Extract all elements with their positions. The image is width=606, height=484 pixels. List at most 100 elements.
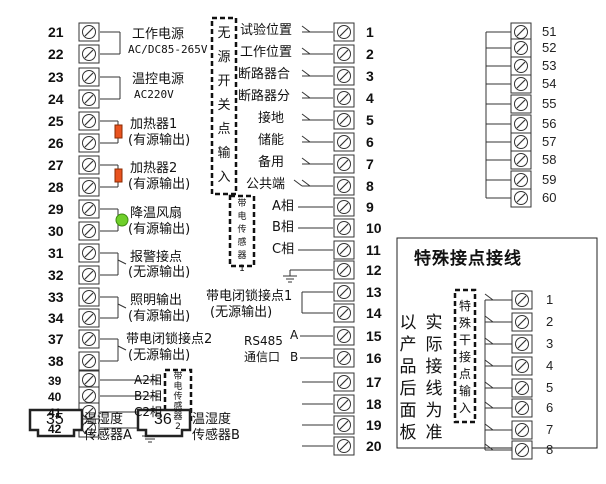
wire (301, 113, 311, 121)
middle-terminal-11-slot (339, 245, 349, 255)
middle-terminal-1-slot (339, 27, 349, 37)
special-terminal-number: 3 (546, 336, 554, 351)
left-terminal-29-slot (84, 204, 94, 214)
fan-label: 降温风扇 (130, 206, 183, 221)
aux-terminal-number: 54 (542, 76, 557, 91)
left-terminal-number: 41 (48, 406, 62, 420)
special-note-col1: 以产品后面板 (399, 313, 417, 443)
fan-indicator-icon (115, 213, 129, 227)
left-terminal-number: 28 (48, 179, 64, 195)
middle-terminal-number: 9 (366, 199, 374, 215)
middle-terminal-label: 接地 (258, 111, 285, 126)
alarm-label: 报警接点 (130, 250, 183, 265)
middle-terminal-number: 3 (366, 68, 374, 84)
left-terminal-34-slot (84, 313, 94, 323)
left-terminal-number: 38 (48, 353, 64, 369)
middle-terminal-8-slot (339, 181, 349, 191)
aux-terminal-52-slot (516, 43, 526, 53)
left-terminal-41-slot (84, 407, 94, 417)
sensor-b-label1: 温湿度 (192, 412, 232, 427)
left-terminal-37-slot (84, 334, 94, 344)
middle-terminal-number: 8 (366, 178, 374, 194)
aux-terminal-53-slot (516, 61, 526, 71)
wire (301, 157, 311, 165)
middle-terminal-number: 11 (366, 242, 381, 258)
middle-terminal-20-slot (339, 441, 349, 451)
aux-terminal-54-slot (516, 79, 526, 89)
wire (484, 359, 494, 367)
middle-terminal-5-slot (339, 115, 349, 125)
dry-contact-input-label: 无源开关点输入 (217, 26, 231, 185)
left-terminal-number: 21 (48, 24, 64, 40)
special-terminal-number: 6 (546, 400, 554, 415)
aux-terminal-56-slot (516, 119, 526, 129)
aux-terminal-number: 56 (542, 116, 557, 131)
phase-c1-label: C相 (272, 242, 295, 257)
live-sensor1-label: 带电传感器1 (237, 199, 247, 274)
interlock1-label: 带电闭锁接点1 (206, 289, 293, 304)
middle-terminal-label: 断路器分 (238, 89, 291, 104)
wire (117, 303, 127, 309)
power-spec: AC/DC85-265V (128, 43, 208, 56)
special-terminal-number: 7 (546, 422, 554, 437)
middle-terminal-number: 16 (366, 350, 382, 366)
left-terminal-28-slot (84, 182, 94, 192)
middle-terminal-4-slot (339, 93, 349, 103)
sensor-a-label2: 传感器A (84, 428, 132, 443)
middle-terminal-14-slot (339, 308, 349, 318)
heater1-resistor-icon (114, 124, 123, 139)
middle-terminal-number: 12 (366, 262, 382, 278)
wire (484, 315, 494, 323)
wire (301, 179, 311, 187)
middle-terminal-16-slot (339, 353, 349, 363)
special-terminal-number: 1 (546, 292, 554, 307)
middle-terminal-number: 4 (366, 90, 374, 106)
light-label: 照明输出 (130, 293, 183, 308)
left-terminal-number: 37 (48, 331, 64, 347)
middle-terminal-12-slot (339, 265, 349, 275)
live-sensor1-box (228, 194, 256, 268)
wire (301, 25, 311, 33)
middle-terminal-6-slot (339, 137, 349, 147)
wire (484, 443, 494, 451)
special-terminal-4-slot (517, 361, 527, 371)
middle-terminal-number: 5 (366, 112, 374, 128)
left-terminal-number: 25 (48, 113, 64, 129)
wire (301, 47, 311, 55)
left-terminal-39-slot (84, 375, 94, 385)
heater2-resistor-icon (114, 168, 123, 183)
special-terminal-number: 5 (546, 380, 554, 395)
left-terminal-number: 31 (48, 245, 64, 261)
aux-terminal-number: 55 (542, 96, 557, 111)
sensor-a-connector-icon (28, 408, 84, 438)
middle-terminal-15-slot (339, 331, 349, 341)
aux-terminal-number: 52 (542, 40, 557, 55)
left-terminal-23-slot (84, 72, 94, 82)
middle-terminal-number: 13 (366, 284, 382, 300)
light-sub: (有源输出) (128, 309, 191, 324)
middle-terminal-number: 18 (366, 396, 382, 412)
left-terminal-40-slot (84, 391, 94, 401)
middle-terminal-label: 工作位置 (240, 45, 293, 60)
middle-terminal-10-slot (339, 223, 349, 233)
left-terminal-33-slot (84, 292, 94, 302)
left-terminal-number: 23 (48, 69, 64, 85)
aux-terminal-number: 57 (542, 134, 557, 149)
special-terminal-number: 4 (546, 358, 554, 373)
wire (301, 135, 311, 143)
special-terminal-7-slot (517, 425, 527, 435)
special-note-col2: 实际接线为准 (425, 313, 443, 443)
comm-port-label: 通信口 (244, 350, 281, 364)
interlock1-sub: (无源输出) (210, 305, 273, 320)
sensor-b-number: 36 (154, 411, 172, 428)
aux-terminal-number: 53 (542, 58, 557, 73)
rs485-a-label: A (290, 328, 299, 342)
rs485-label: RS485 (244, 334, 283, 348)
middle-terminal-7-slot (339, 159, 349, 169)
left-terminal-number: 33 (48, 289, 64, 305)
middle-terminal-17-slot (339, 377, 349, 387)
left-terminal-number: 34 (48, 310, 64, 326)
wire (117, 345, 127, 351)
